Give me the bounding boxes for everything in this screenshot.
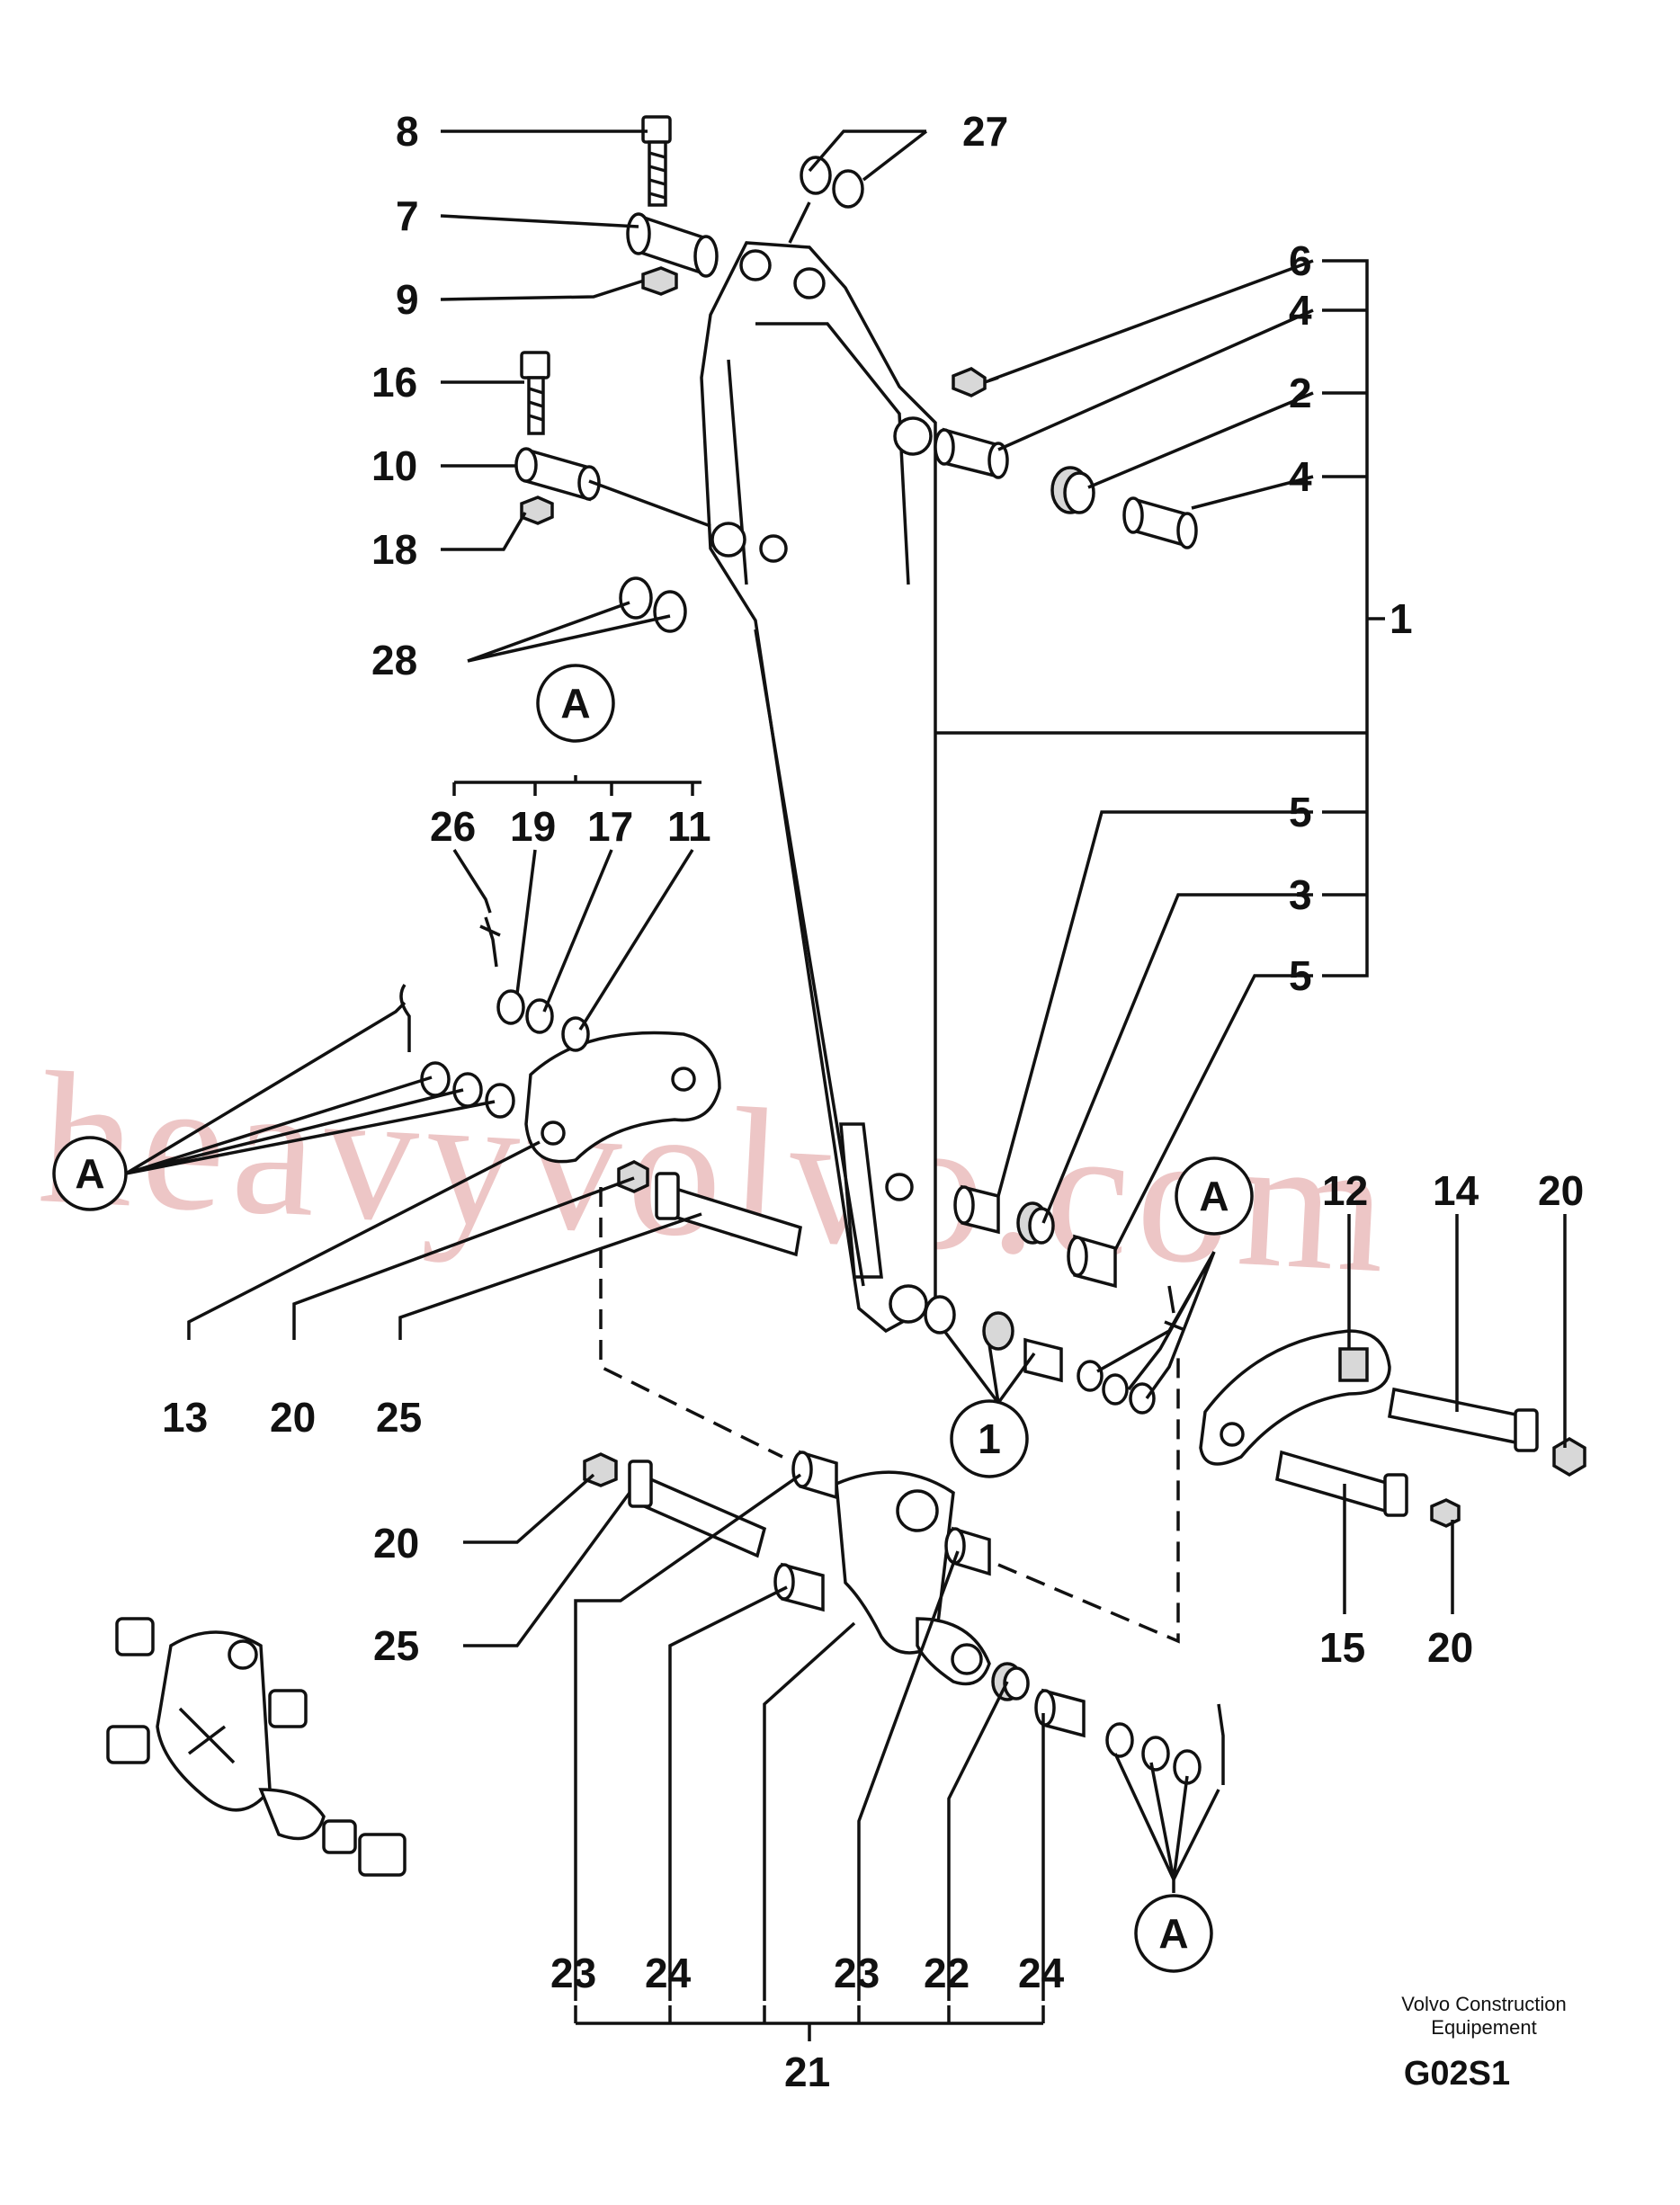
bushing-5-lower <box>1067 1234 1117 1289</box>
callout-27: 27 <box>962 108 1008 155</box>
grease-nipple-6 <box>952 367 999 397</box>
bushing-4-upper <box>934 427 1009 479</box>
callout-19: 19 <box>510 803 556 850</box>
callout-13: 13 <box>162 1394 208 1441</box>
yoke-21 <box>835 1470 991 1686</box>
svg-text:A: A <box>1158 1910 1188 1957</box>
callout-10: 10 <box>371 442 417 489</box>
callout-26: 26 <box>430 803 476 850</box>
bushing-24-left <box>773 1562 825 1612</box>
washers-top-group <box>479 916 590 1052</box>
callout-11: 11 <box>667 803 711 850</box>
bushing-23-right <box>944 1526 991 1576</box>
callout-20-right: 20 <box>1538 1167 1584 1214</box>
assembled-yoke-view <box>106 1617 407 1877</box>
seal-22 <box>991 1662 1030 1701</box>
bushing-5-upper <box>953 1184 1000 1235</box>
bushing-7 <box>626 212 719 278</box>
callout-14: 14 <box>1433 1167 1479 1214</box>
bushing-10 <box>514 447 601 502</box>
washers-right-group <box>924 1285 1184 1415</box>
callout-2: 2 <box>1289 370 1312 416</box>
seal-2 <box>1050 466 1095 514</box>
svg-text:A: A <box>1199 1173 1229 1219</box>
callout-25-lower-left: 25 <box>373 1622 419 1669</box>
callout-labels: 8 7 9 16 10 18 28 27 6 4 2 4 1 5 3 5 26 … <box>162 108 1584 2095</box>
company-line-1: Volvo Construction <box>1401 1993 1566 2015</box>
callout-4-lower: 4 <box>1289 453 1312 500</box>
pin-14 <box>1387 1387 1539 1452</box>
callout-6: 6 <box>1289 237 1312 284</box>
svg-text:A: A <box>75 1150 104 1197</box>
callout-8: 8 <box>396 108 419 155</box>
grease-nipple-20-right <box>1552 1436 1586 1477</box>
drawing-code: G02S1 <box>1404 2055 1510 2093</box>
company-line-2: Equipement <box>1431 2016 1536 2039</box>
bushing-23-left <box>791 1450 838 1500</box>
circle-ref-a-bottom: A <box>1134 1894 1213 1973</box>
nut-9 <box>641 266 678 296</box>
circle-ref-a-left: A <box>52 1136 128 1211</box>
bolt-16 <box>520 351 550 435</box>
bushing-4-lower <box>1122 496 1198 549</box>
callout-15: 15 <box>1319 1624 1365 1671</box>
shim-pair-27 <box>800 156 864 209</box>
svg-text:1: 1 <box>978 1415 1001 1462</box>
callout-7: 7 <box>396 192 419 239</box>
grease-nipple-20-lower-right <box>1430 1498 1461 1528</box>
washers-left-group <box>399 984 515 1119</box>
shim-pair-28 <box>619 576 687 633</box>
callout-1: 1 <box>1390 595 1413 642</box>
nut-18 <box>520 495 554 525</box>
bolt-8 <box>641 115 672 207</box>
callout-20-lower-left: 20 <box>373 1520 419 1567</box>
pin-15 <box>1275 1450 1408 1517</box>
svg-text:A: A <box>560 680 590 727</box>
callout-24-right: 24 <box>1018 1950 1065 1996</box>
circle-ref-1: 1 <box>950 1399 1029 1478</box>
callout-16: 16 <box>371 359 417 406</box>
callout-23-right: 23 <box>834 1950 880 1996</box>
callout-20-left: 20 <box>270 1394 316 1441</box>
callout-21: 21 <box>784 2049 830 2095</box>
pin-25-lower <box>628 1460 767 1558</box>
callout-28: 28 <box>371 637 417 683</box>
callout-4-upper: 4 <box>1289 287 1312 334</box>
link-plate-12 <box>1199 1329 1391 1466</box>
callout-5-lower: 5 <box>1289 952 1312 999</box>
callout-3: 3 <box>1289 871 1312 918</box>
pin-25-left <box>655 1172 802 1257</box>
footer-block: Volvo Construction Equipement G02S1 <box>1401 1993 1566 2093</box>
callout-5-upper: 5 <box>1289 789 1312 835</box>
callout-18: 18 <box>371 526 417 573</box>
callout-25-left: 25 <box>376 1394 422 1441</box>
leader-lines <box>125 129 1567 2041</box>
callout-23-left: 23 <box>550 1950 596 1996</box>
link-plate-13 <box>524 1031 721 1164</box>
circle-ref-a-right: A <box>1175 1156 1254 1236</box>
grease-nipple-20-left <box>617 1160 649 1193</box>
circle-ref-a-top: A <box>536 664 615 743</box>
grease-nipple-20-lower <box>583 1452 618 1487</box>
washers-bottom-group <box>1105 1703 1225 1785</box>
bushing-24-right <box>1034 1688 1086 1738</box>
callout-12: 12 <box>1322 1167 1368 1214</box>
callout-17: 17 <box>587 803 633 850</box>
callout-24-left: 24 <box>645 1950 692 1996</box>
dipper-arm <box>700 241 937 1334</box>
callout-20-lower-right: 20 <box>1427 1624 1473 1671</box>
callout-9: 9 <box>396 276 419 323</box>
callout-22: 22 <box>924 1950 970 1996</box>
